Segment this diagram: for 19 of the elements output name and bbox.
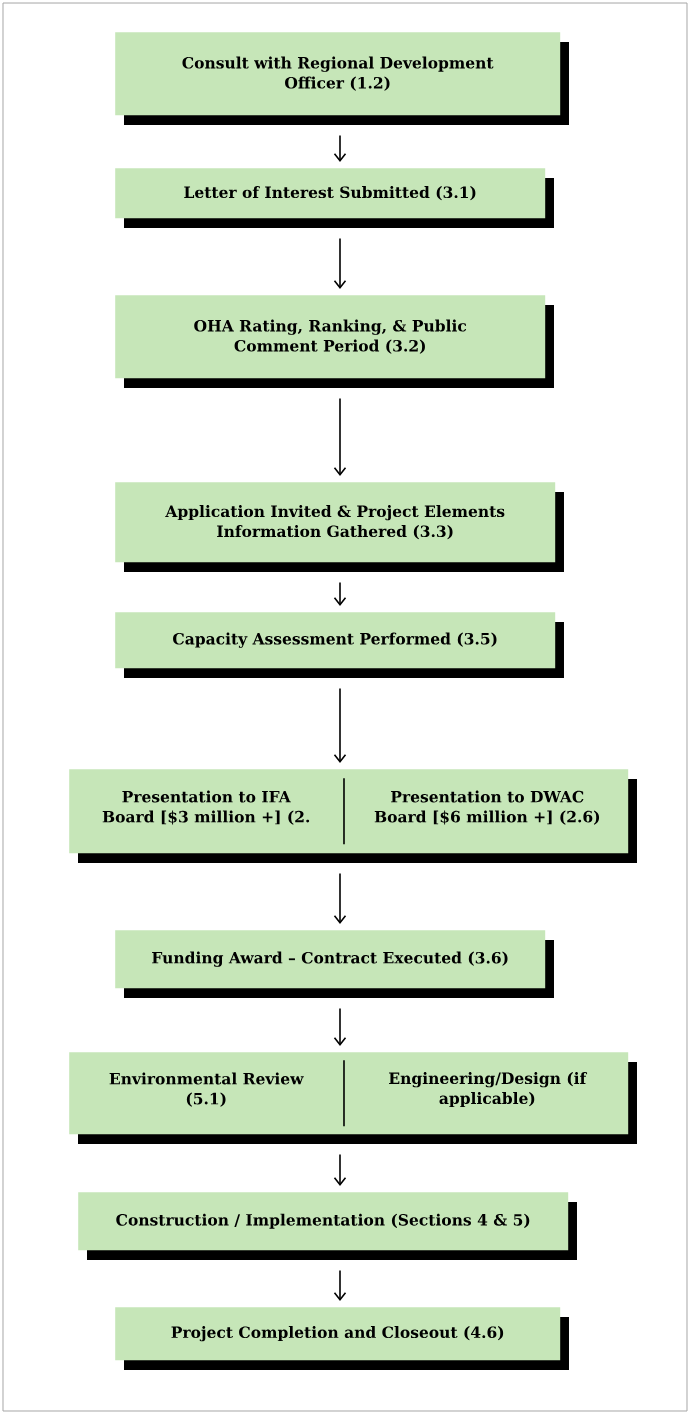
arrow [333, 134, 347, 162]
process-box: Letter of Interest Submitted (3.1) [115, 168, 554, 228]
split-process-box: Presentation to IFA Board [$3 million +] (2. Presentation to DWAC Board [$6 million +] (2.6) [69, 769, 637, 863]
process-box: Construction / Implementation (Sections 4 & 5) [78, 1192, 577, 1260]
process-box: Capacity Assessment Performed (3.5) [115, 612, 564, 678]
arrow [333, 581, 347, 606]
arrow [333, 1007, 347, 1046]
arrow [333, 872, 347, 924]
process-box: OHA Rating, Ranking, & Public Comment Period (3.2) [115, 295, 554, 388]
arrow [333, 1153, 347, 1186]
process-box: Funding Award – Contract Executed (3.6) [115, 930, 554, 998]
split-process-box: Environmental Review (5.1) Engineering/Design (if applicable) [69, 1052, 637, 1144]
arrow [333, 237, 347, 289]
process-box: Application Invited & Project Elements Information Gathered (3.3) [115, 482, 564, 572]
arrow [333, 687, 347, 763]
arrow [333, 1269, 347, 1301]
process-box: Consult with Regional Development Officer (1.2) [115, 32, 569, 125]
arrow [333, 397, 347, 476]
process-box: Project Completion and Closeout (4.6) [115, 1307, 569, 1370]
